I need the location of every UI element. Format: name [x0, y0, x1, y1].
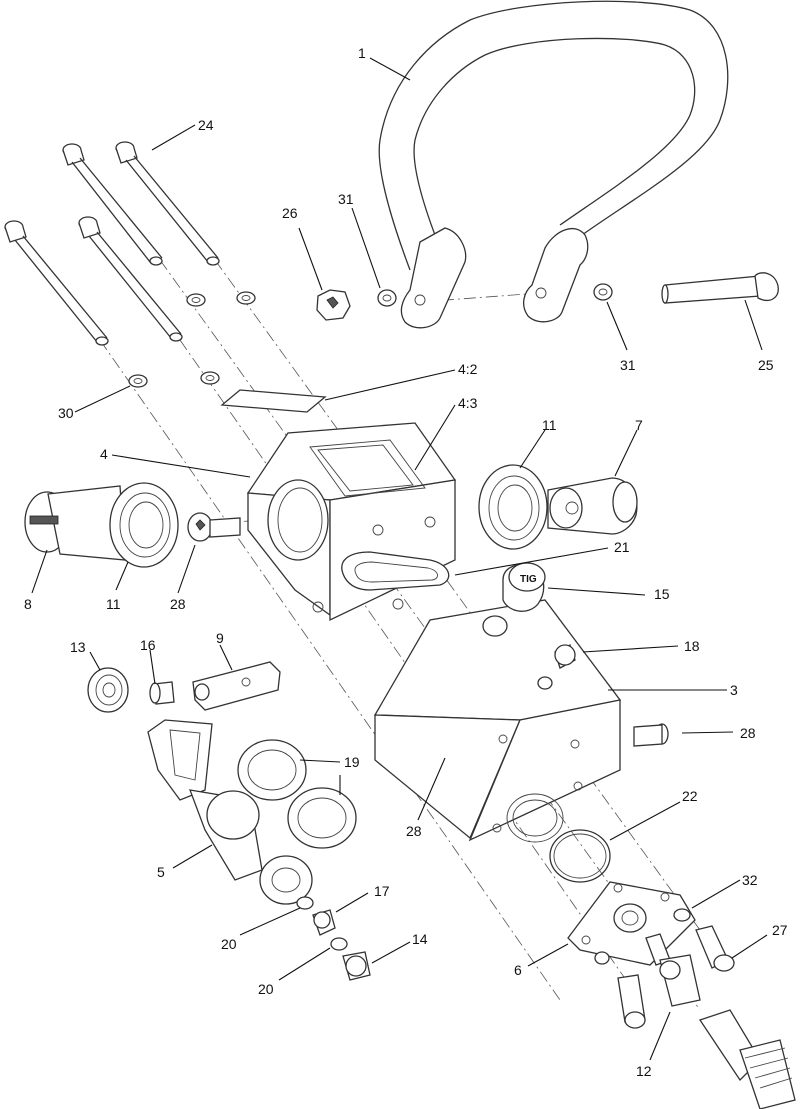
callout-28-right: 28 [740, 725, 756, 741]
callout-6: 6 [514, 962, 522, 978]
callout-30: 30 [58, 405, 74, 421]
callout-12: 12 [636, 1063, 652, 1079]
callout-14: 14 [412, 931, 428, 947]
callout-16: 16 [140, 637, 156, 653]
callout-20-upper: 20 [221, 936, 237, 952]
part-end-cover-and-hose [549, 829, 796, 1109]
callout-1: 1 [358, 45, 366, 61]
part-handle [378, 0, 729, 329]
part-handle-bolts [316, 272, 779, 321]
part-spindle-and-bearings [147, 719, 357, 905]
part-bearings-and-shafts [24, 464, 669, 756]
callout-11-right: 11 [542, 417, 557, 433]
callout-31-top: 31 [338, 191, 354, 207]
callout-3: 3 [730, 682, 738, 698]
callout-17: 17 [374, 883, 390, 899]
callout-20-lower: 20 [258, 981, 274, 997]
callout-4-2: 4:2 [458, 361, 478, 377]
part-long-screws [4, 141, 220, 346]
cap-text: TIG [520, 574, 537, 585]
callout-9: 9 [216, 630, 224, 646]
callout-25: 25 [758, 357, 774, 373]
callout-4: 4 [100, 446, 108, 462]
callout-7: 7 [635, 417, 643, 433]
callout-32: 32 [742, 872, 758, 888]
callout-18: 18 [684, 638, 700, 654]
part-fittings [296, 896, 371, 981]
callout-31-right: 31 [620, 357, 636, 373]
callout-24: 24 [198, 117, 214, 133]
callout-26: 26 [282, 205, 298, 221]
callout-22: 22 [682, 788, 698, 804]
part-label-plate [220, 389, 327, 413]
callout-27: 27 [772, 922, 788, 938]
callout-5: 5 [157, 864, 165, 880]
callout-11-left: 11 [106, 596, 121, 612]
callout-15: 15 [654, 586, 670, 602]
part-lower-block [373, 599, 622, 843]
callout-19: 19 [344, 754, 360, 770]
callout-4-3: 4:3 [458, 395, 478, 411]
callout-labels: 1 24 26 31 31 25 4:2 4:3 30 4 11 7 8 11 … [24, 45, 788, 1079]
part-lock-washers [128, 291, 256, 388]
callout-21: 21 [614, 539, 630, 555]
part-seal [341, 551, 450, 591]
part-valve-cap: TIG [482, 562, 576, 690]
callout-28-mid: 28 [406, 823, 422, 839]
callout-8: 8 [24, 596, 32, 612]
leader-lines [31, 57, 768, 1061]
callout-13: 13 [70, 639, 86, 655]
callout-28-left: 28 [170, 596, 186, 612]
part-main-block [246, 422, 457, 622]
part-bearing-pin-link [87, 661, 281, 713]
